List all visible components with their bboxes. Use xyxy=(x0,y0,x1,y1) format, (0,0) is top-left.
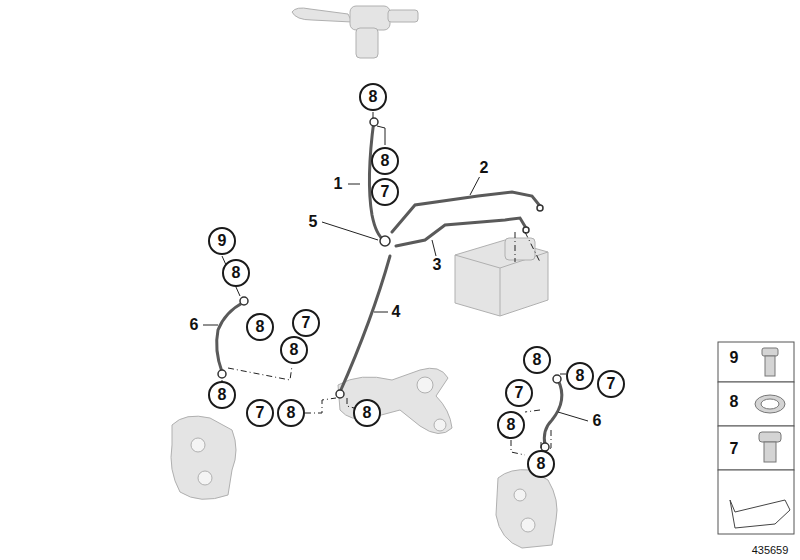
callout-circle: 8 xyxy=(497,411,525,439)
callout-number: 9 xyxy=(218,233,227,249)
callout-circle: 8 xyxy=(208,381,236,409)
callout-number: 8 xyxy=(287,405,296,421)
callout-number: 8 xyxy=(507,417,516,433)
callout-circle: 8 xyxy=(277,399,305,427)
callout-number: 8 xyxy=(363,405,372,421)
callout-number: 8 xyxy=(369,89,378,105)
callout-circle: 9 xyxy=(208,227,236,255)
callout-circle: 8 xyxy=(523,346,551,374)
callout-circle: 7 xyxy=(292,309,320,337)
callout-number: 7 xyxy=(256,405,265,421)
callout-circle: 8 xyxy=(280,336,308,364)
callout-number: 8 xyxy=(218,387,227,403)
part-number: 4 xyxy=(390,303,403,321)
callout-circle: 7 xyxy=(597,370,625,398)
part-number: 8 xyxy=(728,393,741,411)
part-number: 7 xyxy=(728,440,741,458)
callout-number: 8 xyxy=(533,352,542,368)
part-number: 6 xyxy=(591,412,604,430)
callout-circle: 8 xyxy=(371,147,399,175)
callout-number: 8 xyxy=(232,265,241,281)
callout-circle: 7 xyxy=(371,178,399,206)
part-number: 9 xyxy=(728,349,741,367)
callout-number: 8 xyxy=(381,153,390,169)
callout-circle: 8 xyxy=(222,259,250,287)
part-number: 6 xyxy=(188,316,201,334)
part-number: 1 xyxy=(332,175,345,193)
part-number: 5 xyxy=(307,213,320,231)
callout-number: 7 xyxy=(381,184,390,200)
callout-circle: 7 xyxy=(246,399,274,427)
callout-number: 8 xyxy=(256,319,265,335)
callout-circle: 8 xyxy=(566,362,594,390)
part-number: 2 xyxy=(478,159,491,177)
drawing-number: 435659 xyxy=(750,544,791,557)
callout-number: 7 xyxy=(515,385,524,401)
callout-number: 8 xyxy=(537,456,546,472)
part-number: 3 xyxy=(431,256,444,274)
callout-number: 8 xyxy=(576,368,585,384)
callout-circle: 8 xyxy=(246,313,274,341)
callout-circle: 7 xyxy=(505,379,533,407)
callout-circle: 8 xyxy=(527,450,555,478)
callout-number: 8 xyxy=(290,342,299,358)
callout-number: 7 xyxy=(302,315,311,331)
callout-circle: 8 xyxy=(359,83,387,111)
callout-circle: 8 xyxy=(353,399,381,427)
callout-number: 7 xyxy=(607,376,616,392)
